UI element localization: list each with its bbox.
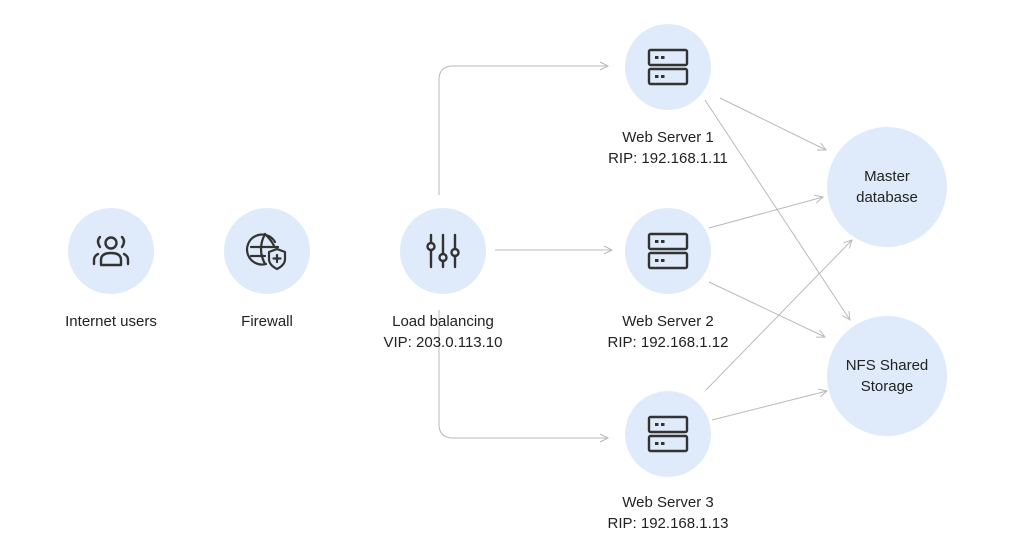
nfs-storage-node[interactable]: NFS Shared Storage [827, 316, 947, 436]
users-icon [92, 235, 130, 267]
firewall-node[interactable] [224, 208, 310, 294]
load-balancer-label: Load balancing VIP: 203.0.113.10 [343, 311, 543, 353]
edge-ws1-nfs [704, 99, 850, 320]
internet-users-title: Internet users [65, 313, 157, 330]
internet-users-node[interactable] [68, 208, 154, 294]
edge-ws1-db [719, 97, 826, 150]
edge-ws2-nfs [708, 281, 825, 337]
web-server-1-node[interactable] [625, 24, 711, 110]
server-icon [647, 415, 689, 453]
nfs-storage-line2: Storage [860, 378, 914, 395]
web-server-3-node[interactable] [625, 391, 711, 477]
web-server-1-title: Web Server 1 [622, 129, 714, 146]
master-database-node[interactable]: Master database [827, 127, 947, 247]
edge-lb-ws3 [438, 310, 608, 438]
nfs-storage-label: NFS Shared Storage [846, 355, 929, 397]
firewall-label: Firewall [207, 311, 327, 332]
web-server-3-title: Web Server 3 [622, 494, 714, 511]
edge-lb-ws1 [438, 66, 608, 195]
edge-ws3-db [705, 240, 852, 391]
internet-users-label: Internet users [40, 311, 182, 332]
web-server-3-rip: RIP: 192.168.1.13 [607, 515, 729, 532]
globe-shield-icon [245, 232, 287, 271]
server-icon [647, 48, 689, 86]
edge-ws3-nfs [711, 391, 827, 421]
web-server-2-title: Web Server 2 [622, 313, 714, 330]
web-server-2-node[interactable] [625, 208, 711, 294]
edge-ws2-db [708, 197, 823, 229]
firewall-title: Firewall [241, 313, 293, 330]
server-icon [647, 232, 689, 270]
web-server-2-label: Web Server 2 RIP: 192.168.1.12 [568, 311, 768, 353]
master-database-line1: Master [864, 168, 910, 185]
load-balancer-vip: VIP: 203.0.113.10 [383, 334, 503, 351]
sliders-icon [426, 233, 460, 269]
web-server-1-rip: RIP: 192.168.1.11 [608, 150, 728, 167]
web-server-2-rip: RIP: 192.168.1.12 [607, 334, 729, 351]
load-balancer-title: Load balancing [392, 313, 494, 330]
master-database-line2: database [856, 189, 918, 206]
web-server-3-label: Web Server 3 RIP: 192.168.1.13 [568, 492, 768, 534]
master-database-label: Master database [856, 166, 918, 208]
load-balancer-node[interactable] [400, 208, 486, 294]
web-server-1-label: Web Server 1 RIP: 192.168.1.11 [568, 127, 768, 169]
nfs-storage-line1: NFS Shared [845, 357, 929, 374]
